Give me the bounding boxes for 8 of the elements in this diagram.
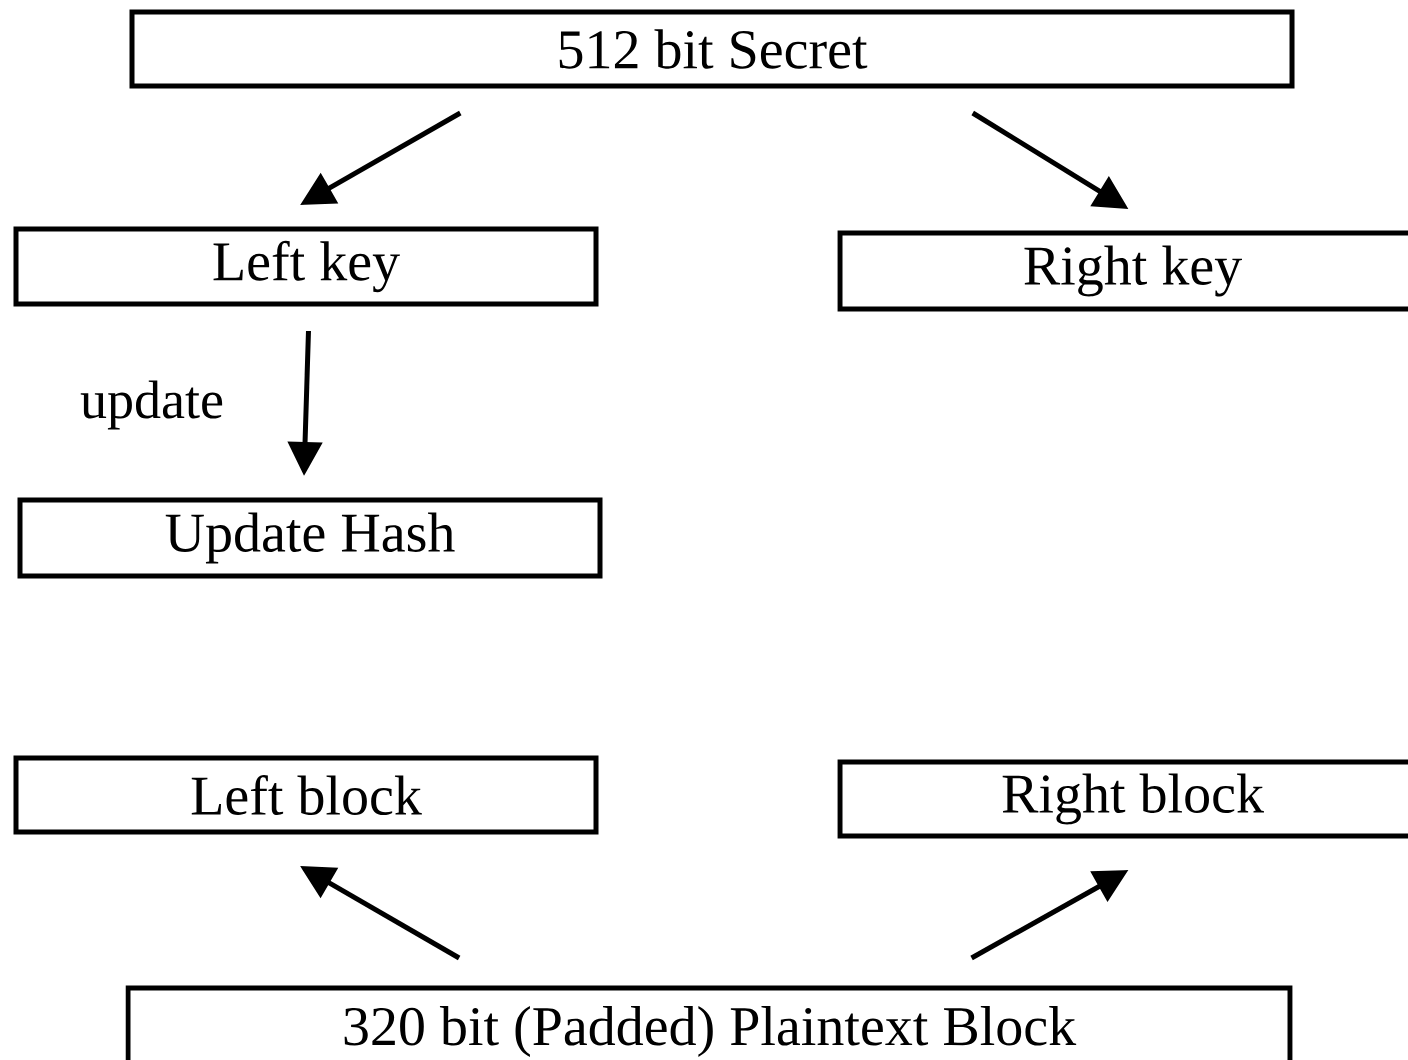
process-box: Right key [837, 230, 1408, 312]
edge-label: update [80, 380, 223, 430]
process-box: Right block [837, 759, 1408, 839]
process-box: Left key [13, 226, 599, 307]
process-box: Update Hash [17, 497, 603, 579]
process-box: 320 bit (Padded) Plaintext Block [125, 985, 1293, 1060]
process-box: Left block [13, 755, 599, 835]
process-box: 512 bit Secret [129, 9, 1295, 89]
